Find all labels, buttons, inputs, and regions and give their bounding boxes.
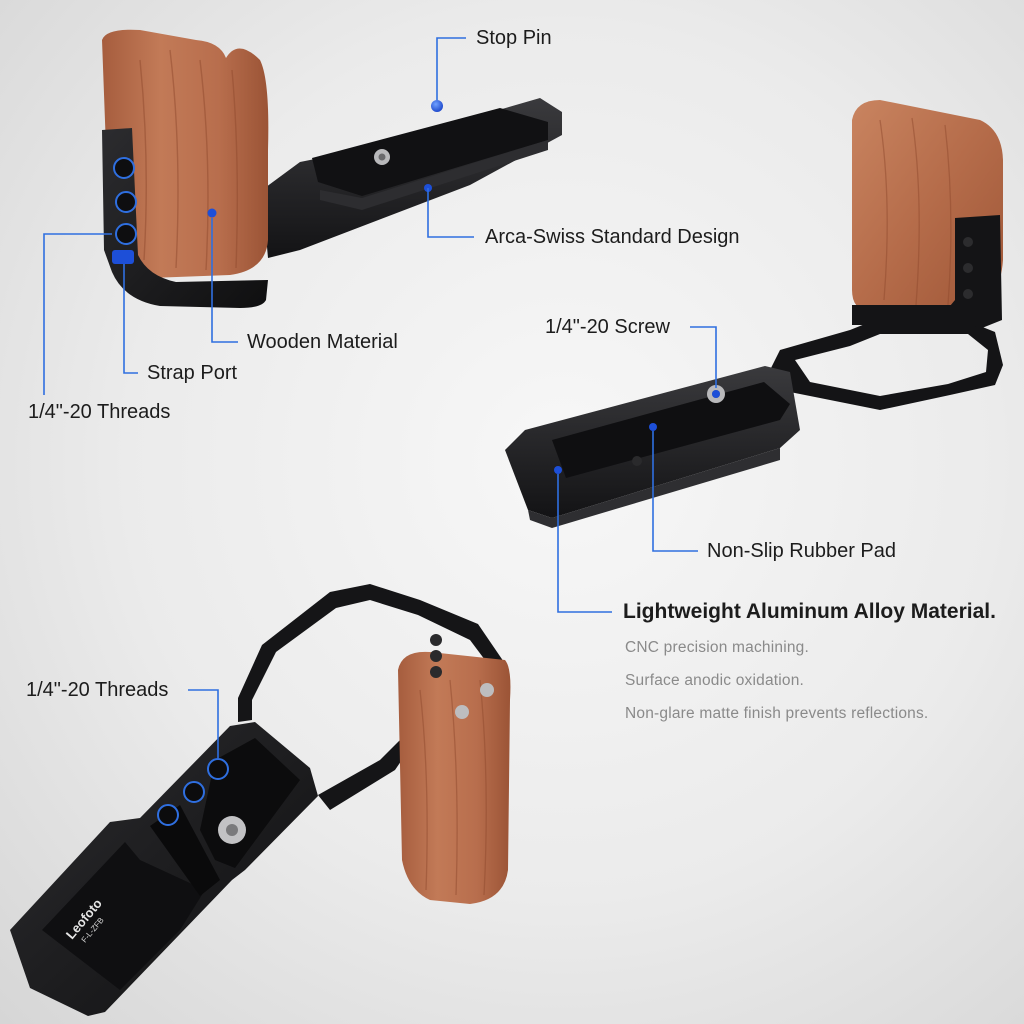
feature-matte: Non-glare matte finish prevents reflecti… (625, 705, 929, 722)
stop-pin-line (436, 37, 466, 100)
stop-pin-label: Stop Pin (476, 27, 552, 49)
threads-top-label: 1/4"-20 Threads (28, 401, 171, 423)
frame-loop-bottom (238, 584, 510, 810)
pad-marker-dot (649, 423, 657, 431)
frame-loop (770, 318, 1003, 410)
screw-line (690, 326, 717, 388)
feature-cnc: CNC precision machining. (625, 639, 809, 656)
alloy-marker-dot (554, 466, 562, 474)
rubber-pad-line (652, 431, 698, 552)
strap-port-label: Strap Port (147, 362, 238, 384)
rubber-pad-label: Non-Slip Rubber Pad (707, 540, 896, 562)
alloy-line (557, 474, 612, 613)
wood-marker-dot (207, 208, 217, 218)
wooden-material-line (211, 218, 238, 343)
feature-anodic: Surface anodic oxidation. (625, 672, 805, 689)
strap-port (112, 250, 134, 264)
screw-marker-dot (712, 390, 720, 398)
arca-swiss-line (427, 188, 474, 238)
strap-port-line (123, 264, 138, 374)
threads-top-line (43, 233, 112, 395)
threads-bottom-label: 1/4"-20 Threads (26, 679, 169, 701)
grip-view-bottom: Leofoto F-L-ZFB (10, 584, 511, 1016)
stop-pin (431, 100, 443, 112)
grip-side-plate (102, 128, 268, 308)
callout-lines (43, 37, 717, 758)
wooden-material-label: Wooden Material (247, 331, 398, 353)
screw-label: 1/4"-20 Screw (545, 316, 670, 338)
alloy-material-title: Lightweight Aluminum Alloy Material. (623, 600, 996, 623)
wood-grip-top (102, 29, 269, 278)
grip-view-top (102, 29, 562, 308)
arca-plate (312, 108, 548, 196)
grip-view-right (505, 100, 1003, 528)
threads-bottom-line (188, 689, 219, 758)
arca-swiss-label: Arca-Swiss Standard Design (485, 226, 740, 248)
